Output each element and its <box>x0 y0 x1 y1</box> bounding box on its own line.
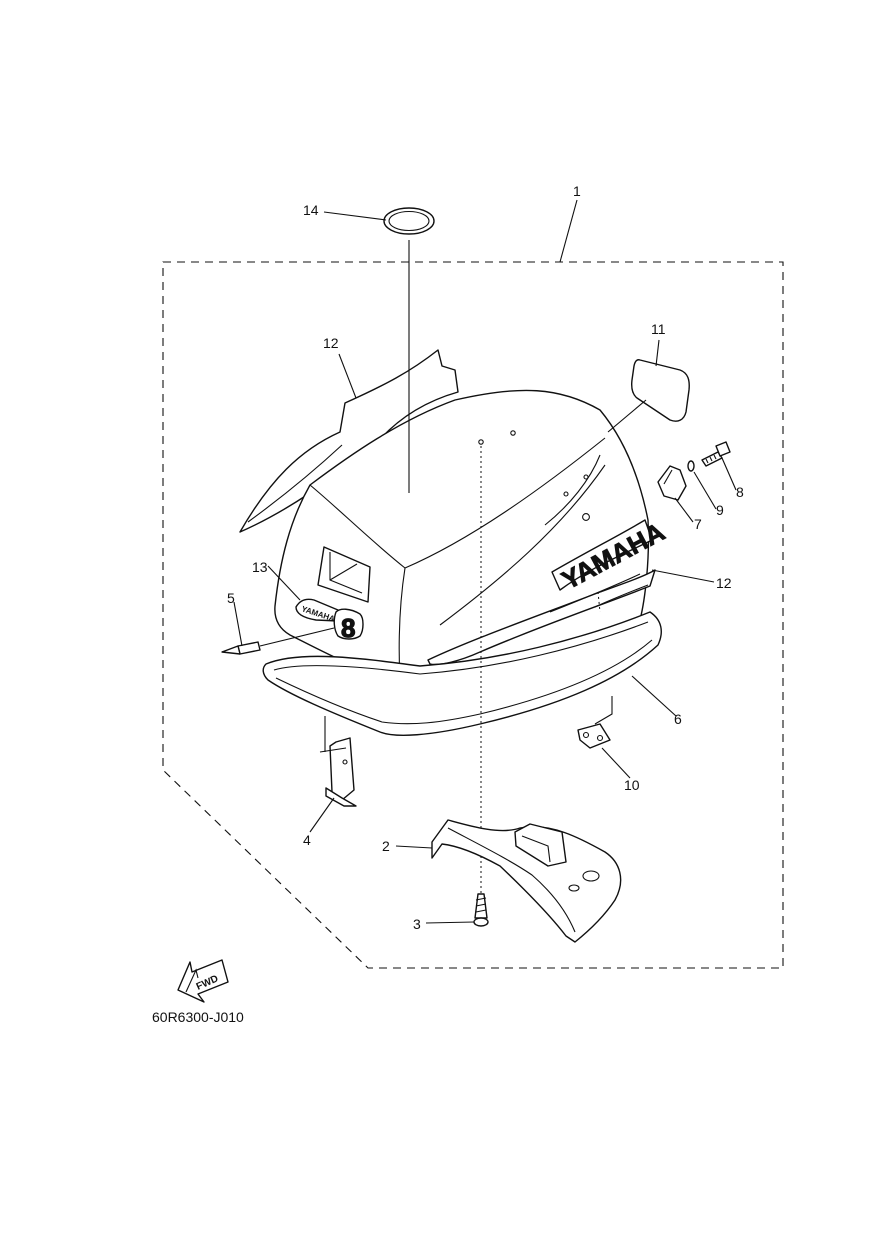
callout-12-top: 12 <box>323 335 339 351</box>
diagram-code: 60R6300-J010 <box>152 1009 244 1025</box>
model-number: 8 <box>341 613 355 643</box>
callout-14: 14 <box>303 202 319 218</box>
seal-6 <box>262 611 662 736</box>
callout-13: 13 <box>252 559 268 575</box>
callout-6: 6 <box>674 711 682 727</box>
callout-1: 1 <box>573 183 581 199</box>
fwd-arrow-icon: FWD <box>177 959 229 1003</box>
grommet-10 <box>577 696 613 749</box>
seal-11 <box>630 359 690 422</box>
grommet-14 <box>383 207 435 235</box>
washer-9 <box>687 460 695 472</box>
rivet-5 <box>221 627 335 655</box>
emblem-13: YAMAHA 8 <box>295 598 364 644</box>
callout-3: 3 <box>413 916 421 932</box>
callout-2: 2 <box>382 838 390 854</box>
callout-9: 9 <box>716 502 724 518</box>
assembly-boundary <box>162 261 784 969</box>
screw-3 <box>473 893 489 927</box>
bracket-2 <box>431 819 622 943</box>
clip-7 <box>657 465 687 501</box>
callout-4: 4 <box>303 832 311 848</box>
callout-11: 11 <box>651 321 666 337</box>
callout-8: 8 <box>736 484 744 500</box>
callout-5: 5 <box>227 590 235 606</box>
callout-10: 10 <box>624 777 640 793</box>
screw-8 <box>701 441 731 467</box>
bracket-4 <box>319 716 357 807</box>
callout-7: 7 <box>694 516 702 532</box>
callout-12-side: 12 <box>716 575 732 591</box>
